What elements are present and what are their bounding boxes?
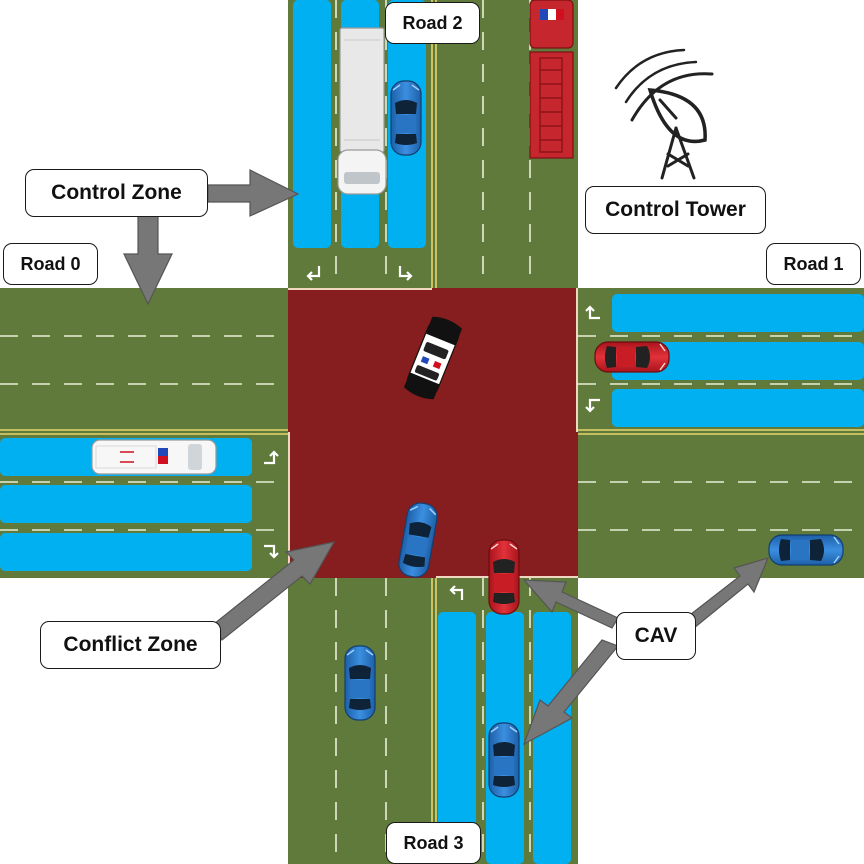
blue-car [390, 80, 422, 156]
road-1-label: Road 1 [766, 243, 861, 285]
annotation-arrows [123, 169, 770, 746]
cav-arrow-red-car [522, 579, 619, 629]
cav-arrow-bottom-car [522, 639, 619, 746]
control-tower-label: Control Tower [585, 186, 766, 234]
satellite-dish-icon [614, 48, 714, 180]
blue-car [488, 722, 520, 798]
blue-car [344, 645, 376, 721]
white-truck [337, 27, 387, 195]
red-car [488, 539, 520, 615]
conflict-zone-arrow [213, 541, 336, 641]
conflict-zone-label: Conflict Zone [40, 621, 221, 669]
cav-label: CAV [616, 612, 696, 660]
cav-arrow-right-car [685, 557, 770, 629]
control-zone-label: Control Zone [25, 169, 208, 217]
control-zone-arrow-down [123, 215, 173, 306]
road-2-label: Road 2 [385, 2, 480, 44]
road-0-label: Road 0 [3, 243, 98, 285]
ambulance [91, 439, 217, 475]
blue-car [768, 534, 844, 566]
control-zone-arrow-right [207, 169, 300, 217]
road-3-label: Road 3 [386, 822, 481, 864]
fire-truck [529, 0, 574, 159]
turn-arrows [264, 266, 600, 600]
red-car [594, 341, 670, 373]
police-car [403, 316, 463, 400]
